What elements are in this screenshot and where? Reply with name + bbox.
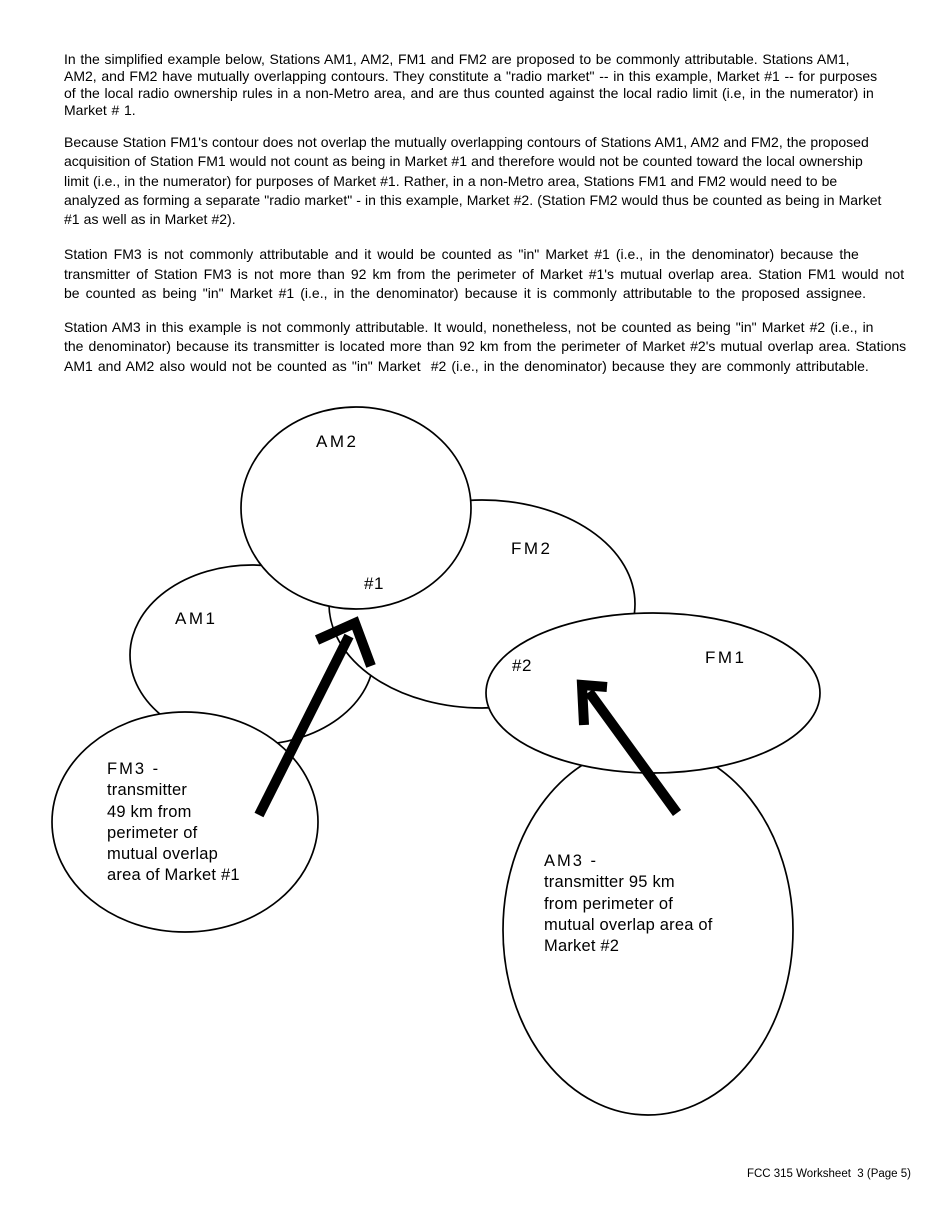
paragraph-line: In the simplified example below, Station… [64, 51, 850, 67]
paragraph-line: Because Station FM1's contour does not o… [64, 134, 869, 150]
note-line: FM3 - [107, 760, 161, 778]
paragraph-market1-intro: In the simplified example below, Station… [64, 51, 916, 119]
label-am2: AM2 [316, 432, 359, 451]
paragraph-line: #1 as well as in Market #2). [64, 211, 236, 228]
note-line: from perimeter of [544, 894, 674, 913]
body-text: In the simplified example below, Station… [64, 51, 916, 376]
paragraph-line: Market # 1. [64, 102, 136, 118]
paragraph-line: the denominator) because its transmitter… [64, 338, 907, 355]
paragraph-line: AM1 and AM2 also would not be counted as… [64, 357, 869, 374]
arrow-fm3-to-market1-overlap [254, 616, 376, 818]
arrow-shaft [584, 689, 682, 816]
arrow-shaft [254, 633, 354, 818]
arrow-am3-to-market2-overlap [576, 679, 682, 816]
note-line: 49 km from [107, 802, 192, 821]
paragraph-fm1-market2: Because Station FM1's contour does not o… [64, 133, 916, 229]
note-line: mutual overlap area of [544, 915, 713, 934]
label-fm1: FM1 [705, 648, 747, 667]
paragraph-am3-status: Station AM3 in this example is not commo… [64, 318, 916, 377]
paragraph-line: transmitter of Station FM3 is not more t… [64, 265, 905, 282]
paragraph-line: Station FM3 is not commonly attributable… [64, 246, 859, 263]
am3-transmitter-note: AM3 - transmitter 95 km from perimeter o… [544, 851, 713, 957]
note-line: AM3 - [544, 852, 599, 870]
paragraph-line: acquisition of Station FM1 would not cou… [64, 153, 863, 170]
label-market1: #1 [364, 574, 384, 593]
paragraph-line: of the local radio ownership rules in a … [64, 85, 874, 101]
paragraph-line: analyzed as forming a separate "radio ma… [64, 191, 882, 208]
label-fm2: FM2 [511, 539, 553, 558]
note-line: Market #2 [544, 937, 620, 956]
fm3-transmitter-note: FM3 - transmitter 49 km from perimeter o… [107, 759, 240, 887]
fm1-contour-ellipse [485, 612, 821, 774]
note-line: transmitter 95 km [544, 873, 675, 892]
fm3-contour-ellipse [51, 711, 319, 933]
page-footer: FCC 315 Worksheet 3 (Page 5) [746, 1168, 911, 1180]
label-market2: #2 [512, 656, 532, 675]
arrow-head-icon [314, 616, 376, 668]
paragraph-line: Station AM3 in this example is not commo… [64, 318, 874, 335]
paragraph-fm3-status: Station FM3 is not commonly attributable… [64, 245, 916, 304]
note-line: mutual overlap [107, 845, 219, 864]
arrow-head-icon [576, 679, 608, 726]
paragraph-line: AM2, and FM2 have mutually overlapping c… [64, 68, 878, 84]
am2-contour-ellipse [240, 406, 472, 610]
paragraph-line: be counted as being "in" Market #1 (i.e.… [64, 285, 866, 302]
label-am1: AM1 [175, 609, 218, 628]
note-line: perimeter of [107, 823, 198, 842]
note-line: transmitter [107, 781, 188, 800]
note-line: area of Market #1 [107, 866, 240, 885]
paragraph-line: limit (i.e., in the numerator) for purpo… [64, 172, 838, 189]
